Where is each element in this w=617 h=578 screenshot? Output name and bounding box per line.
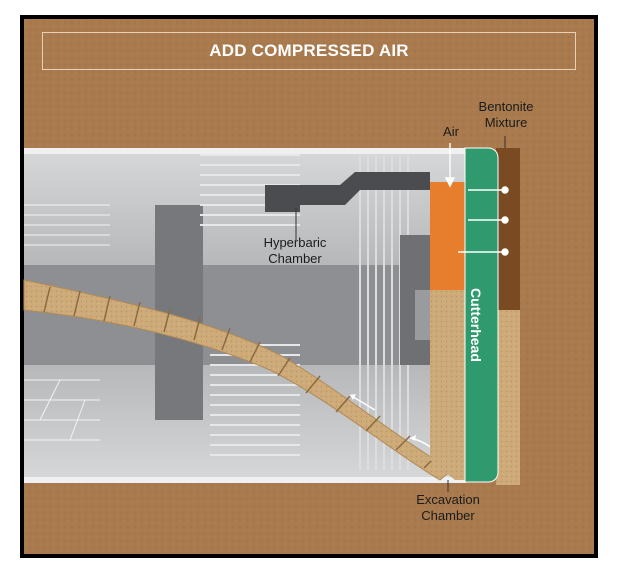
compressed-air-zone — [430, 182, 465, 290]
conveyor-flights — [43, 286, 438, 469]
cutterhead — [464, 147, 499, 483]
bentonite-label-line2: Mixture — [484, 115, 528, 130]
bentonite-mixture — [496, 148, 520, 310]
hyperbaric-label-line2: Chamber — [268, 251, 322, 266]
excavation-label-line1: Excavation — [416, 492, 480, 507]
hyperbaric-label: Hyperbaric Chamber — [243, 235, 347, 267]
diagram-title: ADD COMPRESSED AIR — [42, 32, 576, 70]
screw-conveyor — [23, 279, 453, 481]
air-arrows — [444, 143, 509, 256]
rear-segments — [24, 204, 110, 441]
excavation-chamber — [430, 290, 465, 480]
air-label: Air — [434, 124, 468, 140]
bentonite-label-line1: Bentonite — [478, 99, 534, 114]
excavation-face-soil — [496, 310, 520, 485]
shell-top-band — [24, 148, 466, 154]
conveyor-flow-arrow-2-head — [410, 435, 416, 441]
hyperbaric-chamber — [265, 172, 430, 212]
excavation-label-line2: Chamber — [421, 508, 475, 523]
cutterhead-label: Cutterhead — [468, 288, 484, 362]
hyperbaric-label-line1: Hyperbaric — [263, 235, 327, 250]
conveyor-flow-arrow-1-head — [350, 394, 356, 400]
excavation-label: Excavation Chamber — [398, 492, 498, 524]
shell-bottom-band — [24, 477, 466, 483]
bentonite-label: Bentonite Mixture — [463, 99, 549, 131]
air-label-text: Air — [443, 124, 459, 139]
